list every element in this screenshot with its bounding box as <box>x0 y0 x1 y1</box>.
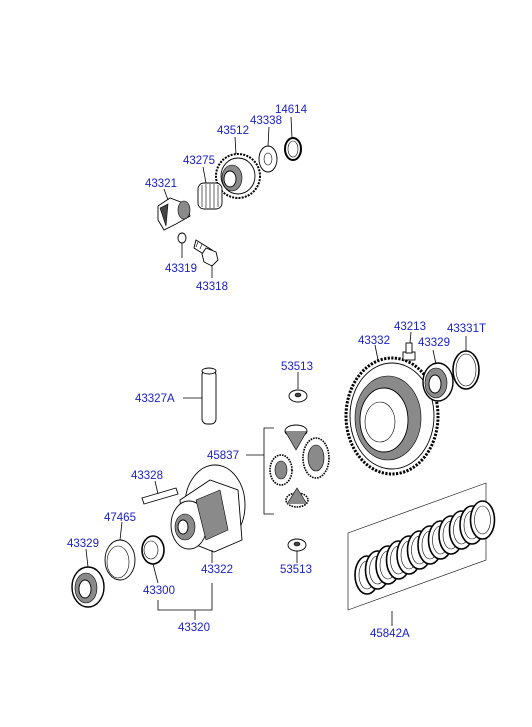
pin-43328 <box>141 487 179 505</box>
plates-45842A <box>354 500 496 595</box>
bearing-43329-top <box>422 362 454 402</box>
clutch-plate-inner <box>474 505 491 535</box>
label-43332: 43332 <box>358 335 390 347</box>
washer-43338 <box>258 145 278 173</box>
label-43320: 43320 <box>178 622 210 634</box>
label-43331T: 43331T <box>447 323 486 335</box>
label-43213: 43213 <box>394 321 426 333</box>
bolt-43318 <box>193 239 219 267</box>
label-43300: 43300 <box>143 585 175 597</box>
label-53513-bottom: 53513 <box>280 564 312 576</box>
pinion-gear-right <box>302 437 330 479</box>
bolt-43213 <box>402 342 416 361</box>
label-43322: 43322 <box>201 564 233 576</box>
ring-gear-43332 <box>344 356 440 476</box>
diff-case-43322 <box>170 464 246 553</box>
pinion-shaft-43327A <box>201 367 217 425</box>
snap-ring-14614 <box>284 137 302 161</box>
frame-45842A <box>347 482 487 611</box>
part-labels: 14614 43338 43512 43275 43321 43319 4331… <box>67 104 486 640</box>
label-43329-top: 43329 <box>418 337 450 349</box>
bearing-43329-bottom <box>71 566 105 608</box>
label-14614: 14614 <box>275 104 308 116</box>
label-43512: 43512 <box>217 125 249 137</box>
side-gear-top <box>284 424 308 451</box>
label-43321: 43321 <box>145 178 177 190</box>
label-47465: 47465 <box>104 512 136 524</box>
lower-leaders <box>85 331 467 626</box>
ring-43300 <box>141 535 165 565</box>
side-gear-bottom <box>285 487 309 508</box>
washer-43319 <box>177 232 187 244</box>
thrust-washer-53513-bottom <box>287 538 307 552</box>
thrust-washer-53513-top <box>288 389 308 403</box>
label-43275: 43275 <box>183 155 215 167</box>
label-43329-bottom: 43329 <box>67 538 99 550</box>
label-45842A: 45842A <box>370 628 410 640</box>
label-43319: 43319 <box>165 263 197 275</box>
needle-bearing-43275 <box>197 182 223 210</box>
label-43318: 43318 <box>196 281 228 293</box>
cup-47465 <box>104 539 136 581</box>
label-43328: 43328 <box>131 470 163 482</box>
shaft-43321 <box>157 197 191 231</box>
label-43338: 43338 <box>250 115 282 127</box>
pinion-gear-left <box>269 454 293 486</box>
clutch-plate <box>469 500 496 540</box>
shim-43331T <box>452 350 480 390</box>
label-53513-top: 53513 <box>281 361 313 373</box>
bracket-45837 <box>263 427 274 515</box>
upper-leaders <box>163 116 293 278</box>
label-43327A: 43327A <box>135 393 175 405</box>
label-45837: 45837 <box>207 450 239 462</box>
gear-43512 <box>215 153 261 199</box>
